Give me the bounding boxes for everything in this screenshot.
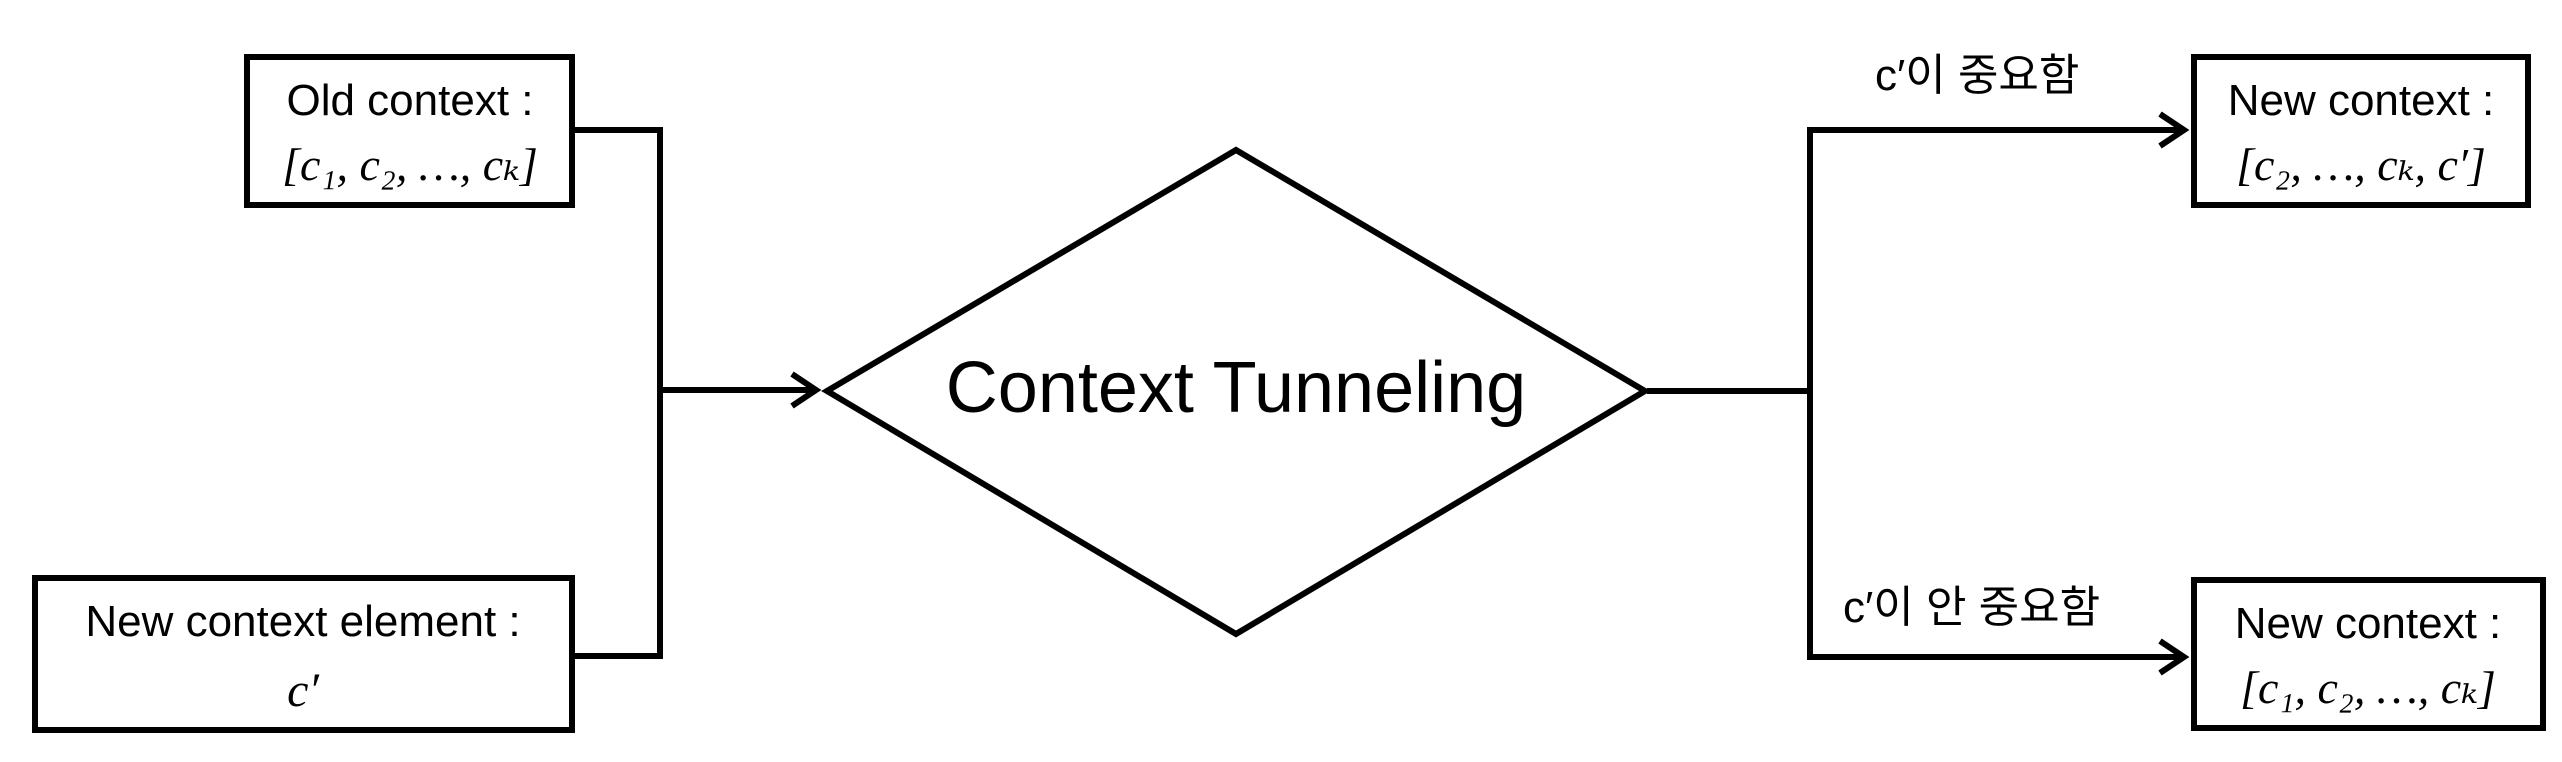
important-arrowhead: [2158, 111, 2190, 149]
diamond-label: Context Tunneling: [946, 348, 1526, 428]
output-connectors: [1647, 111, 2190, 676]
important-result-title: New context :: [2228, 76, 2495, 125]
important-result-list: [c₂, …, cₖ, c′]: [2236, 139, 2486, 190]
old-context-box: Old context : [c₁, c₂, …, cₖ]: [244, 54, 575, 208]
new-element-title: New context element :: [85, 597, 520, 646]
merge-arrowhead: [790, 371, 822, 409]
not-important-result-list: [c₁, c₂, …, cₖ]: [2240, 662, 2496, 713]
new-element-box-frame: [32, 575, 575, 733]
not-important-arrowhead: [2158, 638, 2190, 676]
not-important-condition-label: c′이 안 중요함: [1843, 583, 2100, 632]
old-context-box-frame: [244, 54, 575, 208]
important-result-box: New context : [c₂, …, cₖ, c′]: [2191, 54, 2531, 208]
important-condition-label: c′이 중요함: [1875, 51, 2079, 100]
new-element-box: New context element : c′: [32, 575, 575, 733]
new-element-symbol: c′: [287, 664, 320, 717]
decision-diamond: Context Tunneling: [821, 146, 1651, 638]
old-context-title: Old context :: [286, 76, 533, 125]
input-connectors: [569, 127, 822, 659]
diamond-shape: [821, 146, 1651, 638]
not-important-result-box: New context : [c₁, c₂, …, cₖ]: [2191, 577, 2546, 731]
not-important-result-title: New context :: [2235, 599, 2502, 648]
old-context-list: [c₁, c₂, …, cₖ]: [282, 139, 538, 190]
not-important-result-frame: [2191, 577, 2546, 731]
important-result-frame: [2191, 54, 2531, 208]
